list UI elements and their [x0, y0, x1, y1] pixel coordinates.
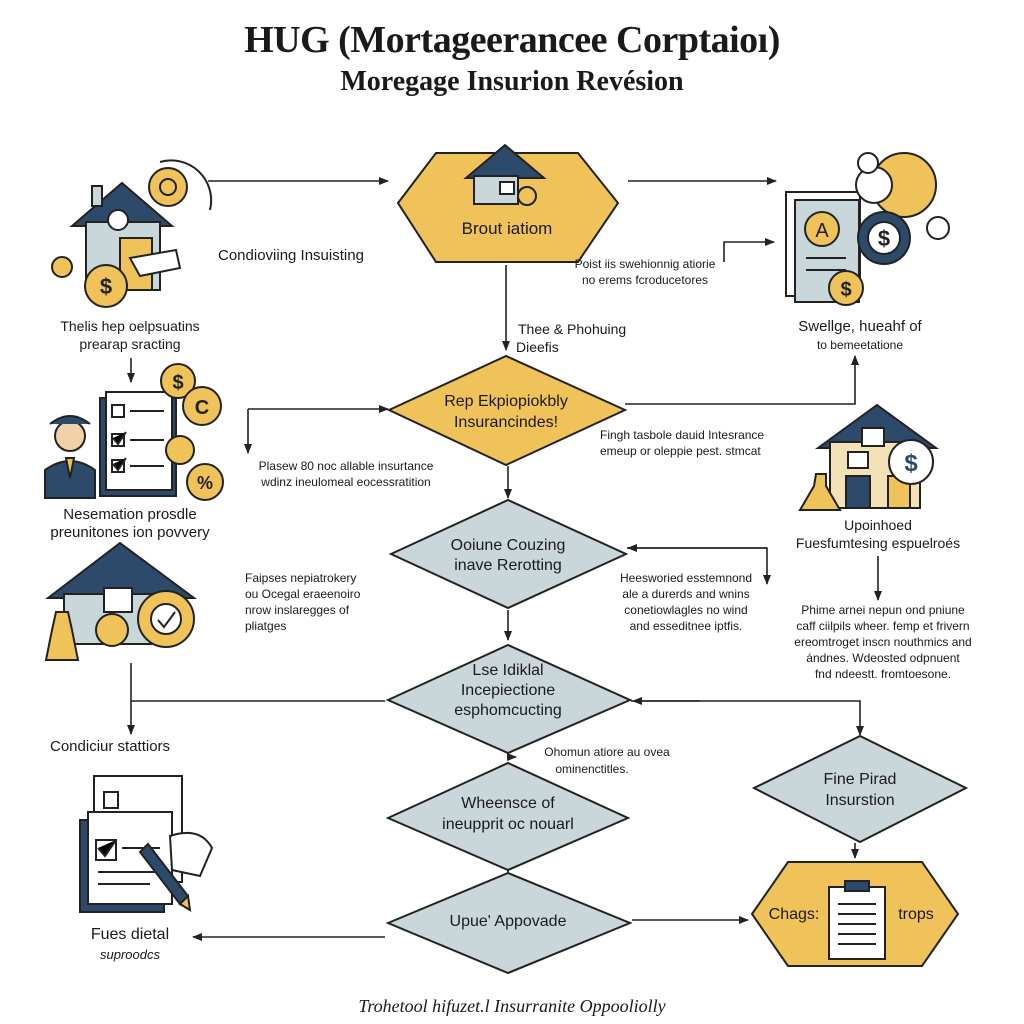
- diamond-node-3: [388, 498, 629, 610]
- node-2-label-line2: Insurancindes!: [453, 414, 559, 431]
- node-8-label-right: trops: [898, 906, 934, 923]
- label-hes-line3: conetiowlagles no wind: [624, 603, 748, 617]
- label-oh-line1: Ohomun atiore au ovea: [544, 745, 670, 759]
- label-center-diedt: Dieefis: [516, 339, 559, 355]
- label-upo-line1: Upoinhoed: [844, 517, 912, 533]
- node-5-label-line2: ineupprit oc nouarl: [442, 816, 574, 833]
- person-icon: [44, 415, 96, 499]
- checklist-icon: [99, 391, 177, 497]
- label-fa-line3: nrow inslaregges of: [245, 603, 350, 617]
- dollar-coin-icon: $: [888, 439, 934, 485]
- label-fin-line1: Fingh tasbole dauid Intesrance: [600, 428, 765, 442]
- gear-icon: [148, 167, 188, 207]
- node-7-label-line1: Fine Pirad: [823, 771, 897, 788]
- svg-text:$: $: [172, 372, 183, 394]
- label-fa-line1: Faipses nepiatrokery: [245, 571, 357, 585]
- label-ph-line2: caff ciilpils wheer. femp et frivern: [796, 619, 970, 633]
- arrow-to-doc-right: [723, 238, 775, 262]
- label-left1-line2: prearap sracting: [79, 336, 181, 352]
- pencil-icon: [138, 832, 214, 912]
- label-fa-line4: pliatges: [245, 619, 287, 633]
- label-pol-line1: Poist iis swehionnig atiorie: [574, 257, 716, 271]
- label-ph-line3: ereomtroget inscn nouthmics and: [794, 635, 972, 649]
- gear-icon: [95, 590, 195, 648]
- node-4-label-line1: Lse Idiklal: [472, 662, 544, 679]
- label-pr-line1: Plasew 80 noc allable insurtance: [258, 459, 434, 473]
- svg-text:$: $: [100, 274, 112, 299]
- label-pr-line2: wdinz ineulomeal eocessratition: [261, 475, 431, 489]
- diamond-node-5: [385, 761, 631, 872]
- label-oh-line2: ominenctitles.: [555, 762, 629, 776]
- label-swell-line2: to bemeetatione: [816, 338, 904, 352]
- document-icon: A: [785, 191, 861, 303]
- arrow-n4-to-n7: [631, 700, 864, 736]
- document-icon: [79, 775, 183, 913]
- hexagon-node-1: [396, 152, 620, 263]
- label-ph-line4: ándnes. Wdeosted odpnuent: [806, 651, 960, 665]
- node-5-label-line1: Wheensce of: [461, 795, 555, 812]
- label-fues-line2: suproodcs: [100, 947, 160, 962]
- percent-icon: %: [186, 463, 224, 501]
- node-7-label-line2: Insurstion: [825, 792, 895, 809]
- label-fa-line2: ou Ocegal eraeenoiro: [245, 587, 361, 601]
- label-ph-line5: fnd ndeestt. fromtoesone.: [814, 667, 952, 681]
- dollar-coin-icon: $ C: [160, 363, 222, 426]
- label-pol-line2: no erems fcroducetores: [581, 273, 709, 287]
- node-1-label: Brout iatiom: [461, 219, 553, 238]
- connectors: [127, 177, 882, 941]
- label-conduit: Condiciur stattiors: [50, 738, 171, 755]
- label-swell-line1: Swellge, hueahf of: [798, 318, 922, 335]
- label-hes-line2: ale a durerds and wnins: [622, 587, 750, 601]
- node-4-label-line2: Incepiectione: [460, 682, 556, 699]
- node-6-label: Upue' Appovade: [449, 913, 567, 930]
- hand-icon: [128, 248, 182, 278]
- dollar-coin-icon: $: [828, 270, 864, 306]
- node-3-label-line1: Ooiune Couzing: [450, 537, 566, 554]
- label-left2-line1: Nesemation prosdle: [63, 506, 197, 523]
- dollar-coin-icon: $: [51, 256, 128, 308]
- arrow-n2-to-right-up: [625, 355, 859, 405]
- node-2-label-line1: Rep Ekpiopiokbly: [444, 393, 568, 410]
- svg-text:A: A: [815, 220, 829, 242]
- clipboard-icon: [828, 880, 886, 960]
- label-upo-line2: Fuesfumtesing espuelroés: [795, 535, 961, 551]
- node-3-label-line2: inave Rerotting: [454, 557, 562, 574]
- label-center-the: Thee & Phohuing: [518, 321, 627, 337]
- svg-text:$: $: [904, 450, 918, 477]
- label-fin-line2: emeup or oleppie pest. stmcat: [600, 444, 761, 458]
- diagram-subtitle: Moregage Insurion Revésion: [340, 66, 684, 97]
- house-icon: [463, 143, 547, 206]
- footer-caption: Trohetool hifuzet.l Insurranite Oppoolio…: [358, 996, 666, 1016]
- label-cond-insisting: Condioviing Insuisting: [218, 247, 364, 264]
- label-left2-line2: preunitones ion povvery: [50, 524, 210, 541]
- diamond-node-2: [386, 354, 628, 467]
- flask-icon: [44, 611, 80, 661]
- svg-text:$: $: [840, 279, 851, 301]
- gear-icon: $: [855, 152, 950, 265]
- node-4-label-line3: esphomcucting: [454, 702, 562, 719]
- svg-text:$: $: [878, 226, 890, 251]
- diagram-title: HUG (Mortageerancee Corptaioı): [244, 19, 780, 61]
- flow-shapes: [385, 152, 969, 975]
- label-hes-line4: and esseditnee iptfis.: [629, 619, 743, 633]
- diamond-node-6: [385, 871, 633, 975]
- label-left1-line1: Thelis hep oelpsuatins: [60, 318, 200, 334]
- svg-text:C: C: [195, 397, 209, 419]
- label-ph-line1: Phime arnei nepun ond pniune: [801, 603, 965, 617]
- label-fues-line1: Fues dietal: [90, 926, 170, 943]
- diamond-node-7: [751, 734, 969, 844]
- label-hes-line1: Heesworied esstemnond: [619, 571, 753, 585]
- diamond-node-4: [385, 643, 633, 755]
- node-8-label-left: Chags:: [768, 906, 820, 923]
- gear-icon: [165, 435, 195, 465]
- svg-text:%: %: [197, 473, 213, 493]
- flask-icon: [798, 473, 842, 511]
